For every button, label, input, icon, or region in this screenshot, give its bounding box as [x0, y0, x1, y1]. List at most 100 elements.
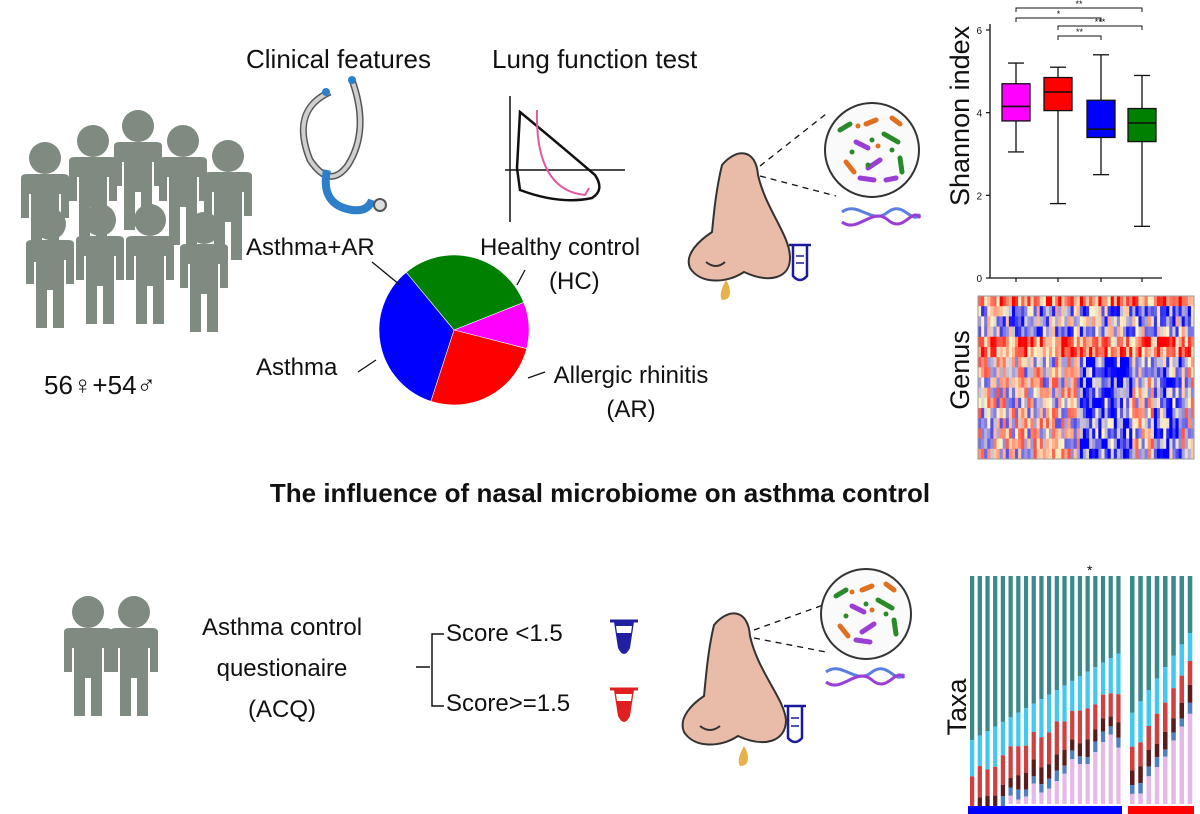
heatmap-cell: [1027, 357, 1031, 368]
heatmap-cell: [1027, 367, 1031, 378]
heatmap-cell: [1116, 377, 1121, 389]
heatmap-cell: [1138, 336, 1142, 348]
heatmap-cell: [1153, 296, 1158, 307]
heatmap-cell: [1104, 418, 1108, 429]
heatmap-cell: [990, 306, 994, 317]
heatmap-cell: [1147, 326, 1152, 338]
heatmap-cell: [1018, 346, 1022, 358]
heatmap-cell: [1163, 296, 1167, 307]
heatmap-cell: [1178, 408, 1183, 419]
heatmap-cell: [1039, 438, 1044, 450]
heatmap-cell: [1092, 316, 1096, 327]
heatmap-cell: [1058, 357, 1062, 368]
heatmap-cell: [1058, 326, 1062, 338]
heatmap-cell: [1153, 346, 1158, 358]
heatmap-cell: [1116, 316, 1121, 327]
heatmap-cell: [1058, 397, 1062, 409]
heatmap-cell: [978, 428, 982, 440]
heatmap-cell: [1027, 346, 1031, 358]
score-low-label: Score <1.5: [446, 620, 563, 647]
heatmap-cell: [1181, 326, 1186, 338]
heatmap-cell: [1086, 408, 1090, 419]
taxa-bar-segment: [1008, 717, 1013, 747]
heatmap-cell: [1036, 316, 1041, 327]
heatmap-cell: [1129, 306, 1133, 317]
cohort-count: 56♀+54♂: [44, 370, 157, 400]
heatmap-cell: [1123, 316, 1127, 327]
heatmap-cell: [1098, 377, 1102, 389]
heatmap-cell: [1061, 377, 1065, 389]
heatmap-cell: [1141, 367, 1146, 378]
heatmap-cell: [1045, 357, 1050, 368]
heatmap-cell: [1030, 296, 1034, 307]
heatmap-cell: [1132, 367, 1136, 378]
taxa-bar-segment: [1146, 576, 1152, 690]
heatmap-cell: [1138, 408, 1142, 419]
taxa-bar-segment: [1187, 713, 1193, 804]
heatmap-cell: [984, 397, 988, 409]
heatmap-cell: [1132, 306, 1136, 317]
heatmap-cell: [1061, 448, 1065, 460]
heatmap-cell: [1119, 336, 1124, 348]
heatmap-cell: [1141, 326, 1146, 338]
heatmap-cell: [1055, 316, 1059, 327]
heatmap-cell: [1175, 397, 1179, 409]
heatmap-cell: [1021, 448, 1025, 460]
heatmap-cell: [1036, 438, 1041, 450]
heatmap-cell: [1163, 428, 1167, 440]
pie-slice-2: [430, 329, 528, 406]
heatmap-cell: [1160, 346, 1164, 358]
heatmap-cell: [1024, 418, 1028, 429]
heatmap-cell: [1147, 408, 1152, 419]
heatmap-cell: [1126, 326, 1130, 338]
taxa-bar-segment: [1116, 653, 1121, 695]
heatmap-cell: [1082, 377, 1087, 389]
heatmap-cell: [1166, 367, 1170, 378]
taxa-bar-segment: [985, 796, 990, 811]
heatmap-cell: [1018, 326, 1022, 338]
taxa-bar-segment: [1054, 754, 1059, 771]
heatmap-cell: [1073, 306, 1078, 317]
heatmap-cell: [1150, 448, 1155, 460]
heatmap-cell: [1178, 397, 1183, 409]
heatmap-cell: [1123, 367, 1127, 378]
heatmap-cell: [1064, 408, 1068, 419]
heatmap-cell: [1110, 346, 1115, 358]
heatmap-cell: [1030, 357, 1034, 368]
heatmap-cell: [999, 346, 1004, 358]
taxa-bar-segment: [1000, 721, 1006, 756]
heatmap-cell: [1067, 397, 1071, 409]
heatmap-cell: [1076, 367, 1081, 378]
heatmap-cell: [978, 357, 982, 368]
heatmap-cell: [984, 326, 988, 338]
heatmap-cell: [1082, 397, 1087, 409]
heatmap-cell: [1011, 438, 1016, 450]
taxa-bar-segment: [977, 576, 982, 736]
heatmap-cell: [981, 306, 985, 317]
heatmap-cell: [1005, 377, 1010, 389]
heatmap-cell: [1104, 357, 1108, 368]
heatmap-cell: [1036, 367, 1041, 378]
heatmap-cell: [1172, 438, 1176, 450]
taxa-bar-segment: [1154, 576, 1160, 679]
heatmap-cell: [1184, 387, 1189, 399]
heatmap-cell: [1150, 336, 1155, 348]
heatmap-cell: [1166, 418, 1170, 429]
heatmap-cell: [1119, 397, 1124, 409]
heatmap-cell: [1116, 428, 1121, 440]
heatmap-cell: [1101, 357, 1105, 368]
heatmap-cell: [1033, 448, 1038, 460]
heatmap-cell: [1150, 418, 1155, 429]
boxplot-y-tick-label: 6: [976, 26, 982, 37]
heatmap-cell: [1129, 408, 1133, 419]
heatmap-cell: [1095, 438, 1099, 450]
heatmap-cell: [1082, 296, 1087, 307]
heatmap-cell: [1048, 306, 1053, 317]
heatmap-cell: [1070, 336, 1075, 348]
microbe-dish-icon-bottom: [820, 568, 912, 660]
taxa-bar-segment: [1085, 708, 1090, 740]
heatmap-cell: [1187, 306, 1192, 317]
heatmap-cell: [1098, 367, 1102, 378]
heatmap-cell: [1045, 408, 1050, 419]
heatmap-cell: [1042, 296, 1047, 307]
